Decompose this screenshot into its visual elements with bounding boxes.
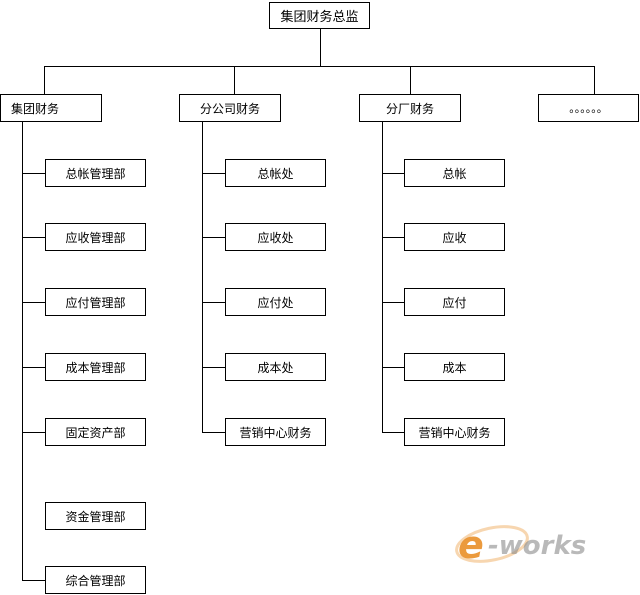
node-child: 应付处 [225, 288, 326, 316]
connector [382, 367, 406, 368]
node-child: 总帐管理部 [45, 159, 146, 187]
node-branch-group-finance: 集团财务 [0, 94, 102, 122]
node-child: 资金管理部 [45, 502, 146, 530]
node-child: 总帐 [404, 159, 505, 187]
svg-text:-works: -works [488, 531, 586, 561]
node-child: 综合管理部 [45, 566, 146, 594]
svg-text:e: e [458, 523, 484, 566]
connector [320, 28, 321, 66]
node-branch-subsidiary-finance: 分公司财务 [179, 94, 281, 122]
connector [22, 432, 46, 433]
connector [382, 237, 406, 238]
connector [22, 237, 46, 238]
node-child: 应付管理部 [45, 288, 146, 316]
node-child: 应收处 [225, 223, 326, 251]
connector [410, 66, 411, 94]
connector [382, 302, 406, 303]
node-child: 应收 [404, 223, 505, 251]
connector [22, 302, 46, 303]
connector [22, 173, 46, 174]
node-child: 成本处 [225, 353, 326, 381]
node-child: 固定资产部 [45, 418, 146, 446]
node-root: 集团财务总监 [269, 2, 370, 29]
node-branch-factory-finance: 分厂财务 [359, 94, 461, 122]
node-child: 营销中心财务 [225, 418, 326, 446]
node-child: 成本管理部 [45, 353, 146, 381]
connector [382, 121, 383, 432]
connector [202, 302, 226, 303]
connector [202, 237, 226, 238]
connector [22, 580, 46, 581]
connector [22, 367, 46, 368]
connector [234, 66, 235, 94]
connector [382, 173, 406, 174]
connector [44, 66, 45, 94]
node-child: 应收管理部 [45, 223, 146, 251]
connector [202, 173, 226, 174]
eworks-logo-icon: e -works [455, 523, 586, 567]
node-branch-more: 。。。。。。 [538, 94, 639, 122]
node-child: 总帐处 [225, 159, 326, 187]
connector [202, 121, 203, 432]
node-child: 成本 [404, 353, 505, 381]
node-child: 应付 [404, 288, 505, 316]
connector [202, 367, 226, 368]
connector [594, 66, 595, 94]
eworks-watermark-logo: e -works [452, 518, 612, 567]
connector [22, 121, 23, 580]
node-child: 营销中心财务 [404, 418, 505, 446]
connector [202, 432, 226, 433]
connector [44, 66, 594, 67]
connector [382, 432, 406, 433]
